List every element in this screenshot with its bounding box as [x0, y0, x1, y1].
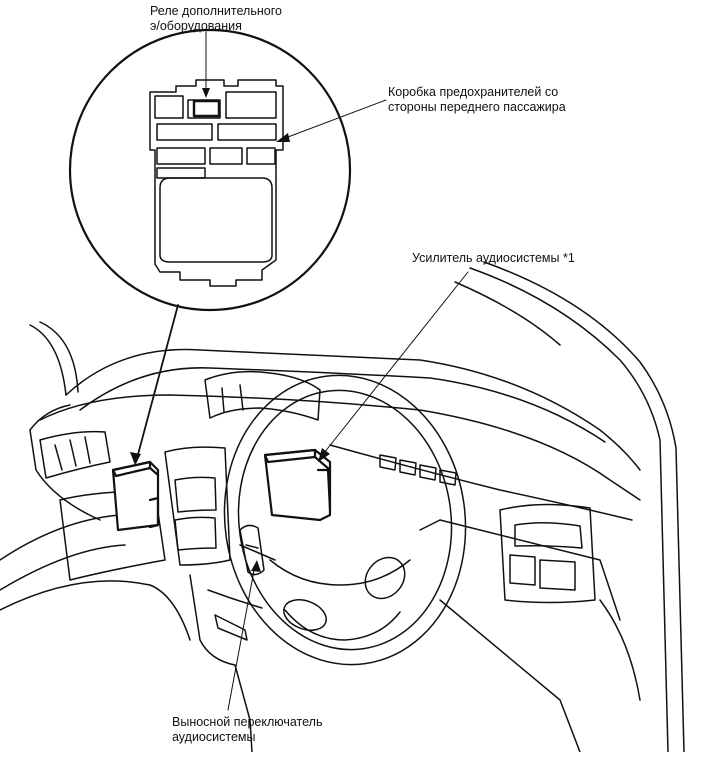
remote-switch-label-line2: аудиосистемы	[172, 730, 255, 744]
audio-amplifier	[263, 448, 332, 522]
amplifier-label: Усилитель аудиосистемы *1	[412, 251, 575, 265]
fusebox-label-line2: стороны переднего пассажира	[388, 100, 566, 114]
steering-wheel	[223, 374, 467, 666]
accessory-relay	[111, 460, 160, 532]
relay-label-line2: э/оборудования	[150, 19, 242, 33]
dashboard	[0, 261, 685, 753]
audio-remote-switch	[239, 524, 265, 576]
callout-lines	[135, 31, 469, 711]
arrowheads	[130, 88, 330, 572]
remote-switch-label-line1: Выносной переключатель	[172, 715, 322, 729]
fuse-box	[149, 79, 284, 287]
fusebox-label-line1: Коробка предохранителей со	[388, 85, 558, 99]
relay-label-line1: Реле дополнительного	[150, 4, 282, 18]
magnifier-circle	[68, 28, 352, 312]
